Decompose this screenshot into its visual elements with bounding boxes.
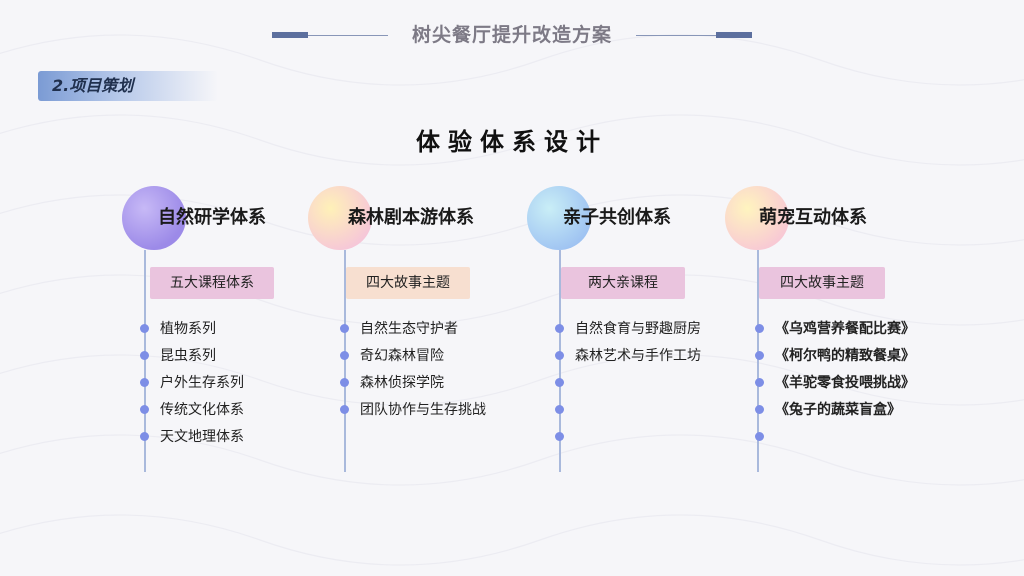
bullet-dot xyxy=(755,405,764,414)
header-line-right xyxy=(636,35,752,36)
bullet-dot xyxy=(140,324,149,333)
bullet-dot xyxy=(140,432,149,441)
list-item: 户外生存系列 xyxy=(140,374,244,401)
bullet-dot xyxy=(340,324,349,333)
column-circle xyxy=(527,186,591,250)
bullet-dot xyxy=(340,351,349,360)
column-items: 自然食育与野趣厨房 森林艺术与手作工坊 xyxy=(555,320,701,455)
list-item: 天文地理体系 xyxy=(140,428,244,455)
bullet-dot xyxy=(555,351,564,360)
list-item xyxy=(555,428,701,455)
column-tag: 五大课程体系 xyxy=(150,267,274,299)
list-item xyxy=(555,374,701,401)
bullet-dot xyxy=(555,324,564,333)
bullet-dot xyxy=(555,378,564,387)
list-item: 团队协作与生存挑战 xyxy=(340,401,486,428)
list-item: 《乌鸡营养餐配比赛》 xyxy=(755,320,915,347)
column-circle xyxy=(725,186,789,250)
list-item: 《兔子的蔬菜盲盒》 xyxy=(755,401,915,428)
timeline-line-4 xyxy=(757,250,759,472)
column-nature-study: 自然研学体系 五大课程体系 植物系列 昆虫系列 户外生存系列 传统文化体系 天文… xyxy=(122,186,342,476)
list-item: 昆虫系列 xyxy=(140,347,244,374)
column-circle xyxy=(308,186,372,250)
page-header: 树尖餐厅提升改造方案 xyxy=(0,20,1024,50)
column-forest-script: 森林剧本游体系 四大故事主题 自然生态守护者 奇幻森林冒险 森林侦探学院 团队协… xyxy=(308,186,528,476)
timeline-line-2 xyxy=(344,250,346,472)
column-circle xyxy=(122,186,186,250)
bullet-dot xyxy=(140,351,149,360)
document-title: 树尖餐厅提升改造方案 xyxy=(411,24,612,46)
list-item: 《柯尔鸭的精致餐桌》 xyxy=(755,347,915,374)
header-bar-left xyxy=(272,32,308,38)
header-line-left xyxy=(272,35,388,36)
list-item: 奇幻森林冒险 xyxy=(340,347,486,374)
column-tag: 四大故事主题 xyxy=(759,267,885,299)
column-items: 自然生态守护者 奇幻森林冒险 森林侦探学院 团队协作与生存挑战 xyxy=(340,320,486,428)
column-title: 自然研学体系 xyxy=(158,207,266,228)
bullet-dot xyxy=(140,378,149,387)
list-item xyxy=(755,428,915,455)
column-title: 亲子共创体系 xyxy=(563,207,671,228)
list-item: 植物系列 xyxy=(140,320,244,347)
column-title: 萌宠互动体系 xyxy=(759,207,867,228)
column-tag: 两大亲课程 xyxy=(561,267,685,299)
bullet-dot xyxy=(755,324,764,333)
bullet-dot xyxy=(340,378,349,387)
bullet-dot xyxy=(755,432,764,441)
header-bar-right xyxy=(716,32,752,38)
timeline-line-1 xyxy=(144,250,146,472)
page-title: 体验体系设计 xyxy=(416,128,608,156)
bullet-dot xyxy=(340,405,349,414)
timeline-line-3 xyxy=(559,250,561,472)
section-label: 2.项目策划 xyxy=(38,71,218,101)
column-items: 《乌鸡营养餐配比赛》 《柯尔鸭的精致餐桌》 《羊驼零食投喂挑战》 《兔子的蔬菜盲… xyxy=(755,320,915,455)
list-item: 森林侦探学院 xyxy=(340,374,486,401)
column-pet-interaction: 萌宠互动体系 四大故事主题 《乌鸡营养餐配比赛》 《柯尔鸭的精致餐桌》 《羊驼零… xyxy=(725,186,945,476)
list-item: 《羊驼零食投喂挑战》 xyxy=(755,374,915,401)
column-tag: 四大故事主题 xyxy=(346,267,470,299)
column-title: 森林剧本游体系 xyxy=(348,207,474,228)
list-item: 自然生态守护者 xyxy=(340,320,486,347)
bullet-dot xyxy=(555,432,564,441)
bullet-dot xyxy=(555,405,564,414)
bullet-dot xyxy=(140,405,149,414)
column-items: 植物系列 昆虫系列 户外生存系列 传统文化体系 天文地理体系 xyxy=(140,320,244,455)
list-item: 自然食育与野趣厨房 xyxy=(555,320,701,347)
bullet-dot xyxy=(755,378,764,387)
list-item: 传统文化体系 xyxy=(140,401,244,428)
bullet-dot xyxy=(755,351,764,360)
list-item: 森林艺术与手作工坊 xyxy=(555,347,701,374)
column-family-cocreate: 亲子共创体系 两大亲课程 自然食育与野趣厨房 森林艺术与手作工坊 xyxy=(527,186,747,476)
list-item xyxy=(555,401,701,428)
